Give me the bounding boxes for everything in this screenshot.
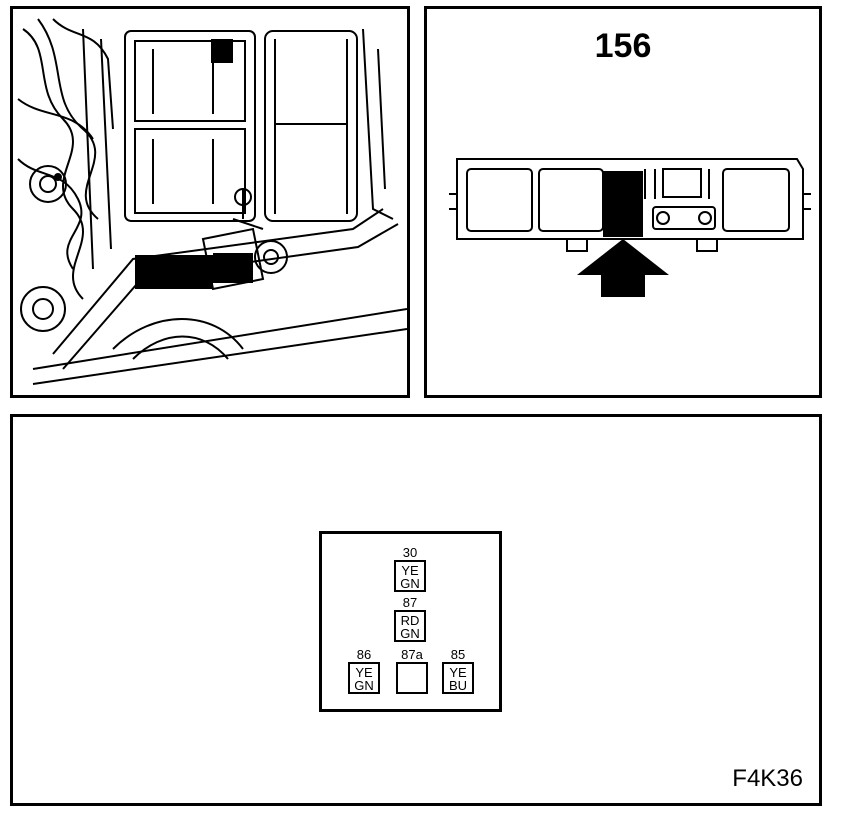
pin-terminal: YE GN	[394, 560, 426, 592]
pin-number: 30	[402, 545, 418, 560]
pinout-panel: 30 YE GN 87 RD GN 86 YE GN 87a	[10, 414, 822, 806]
pin-number: 86	[356, 647, 372, 662]
pin-number: 85	[450, 647, 466, 662]
wire-color: YE	[355, 665, 373, 680]
fuse-box-illustration	[449, 158, 811, 297]
pin-terminal	[396, 662, 428, 694]
figure-code: F4K36	[732, 765, 803, 792]
pin-30: 30 YE GN	[394, 546, 426, 592]
fusebox-panel: 156	[424, 6, 822, 398]
pin-85: 85 YE BU	[442, 648, 474, 694]
pin-terminal: YE GN	[348, 662, 380, 694]
wire-color: GN	[354, 678, 374, 693]
pin-86: 86 YE GN	[348, 648, 380, 694]
arrow-up-icon	[577, 239, 669, 297]
wire-color: RD	[400, 613, 420, 628]
wire-color: YE	[401, 563, 419, 578]
engine-bay-illustration	[17, 18, 407, 385]
pin-87: 87 RD GN	[394, 596, 426, 642]
pin-number: 87a	[401, 647, 423, 662]
wire-color: GN	[400, 626, 420, 641]
engine-bay-panel	[10, 6, 410, 398]
relay-pinout-diagram: 30 YE GN 87 RD GN 86 YE GN 87a	[319, 531, 502, 712]
wire-color: BU	[448, 678, 468, 693]
wire-color: YE	[449, 665, 467, 680]
figure-number: 156	[594, 27, 652, 65]
pin-terminal: YE BU	[442, 662, 474, 694]
pin-terminal: RD GN	[394, 610, 426, 642]
pin-87a: 87a	[396, 648, 428, 694]
pin-number: 87	[402, 595, 418, 610]
wire-color: GN	[400, 576, 420, 591]
